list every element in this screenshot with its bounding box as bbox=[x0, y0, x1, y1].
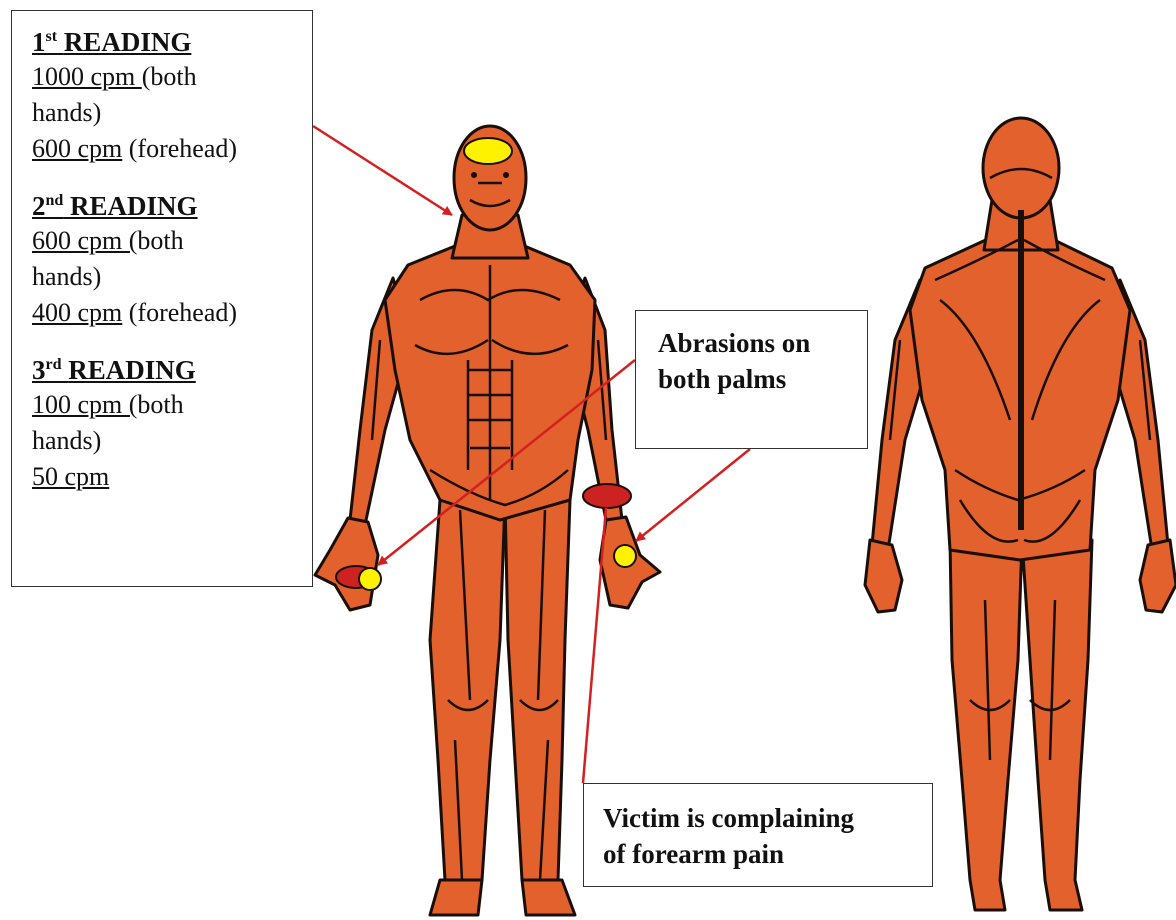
forehead-contamination-marker bbox=[464, 138, 512, 164]
reading-line: hands) bbox=[32, 259, 312, 295]
reading-block: 1st READING 1000 cpm (both hands) 600 cp… bbox=[32, 25, 312, 167]
callout-line: of forearm pain bbox=[603, 836, 932, 872]
reading-line: 50 cpm bbox=[32, 459, 312, 495]
back-muscle-lines bbox=[890, 169, 1150, 760]
readings-arrow bbox=[313, 126, 452, 215]
reading-line: 1000 cpm (both bbox=[32, 59, 312, 95]
reading-block: 3rd READING 100 cpm (both hands) 50 cpm bbox=[32, 353, 312, 495]
reading-block: 2nd READING 600 cpm (both hands) 400 cpm… bbox=[32, 189, 312, 331]
abrasions-callout: Abrasions on both palms bbox=[635, 310, 868, 449]
forearm-injury-marker bbox=[583, 484, 631, 508]
reading-line: 600 cpm (both bbox=[32, 223, 312, 259]
reading-line: hands) bbox=[32, 423, 312, 459]
left-palm-contamination-marker bbox=[614, 545, 636, 567]
reading-title: 3rd READING bbox=[32, 353, 312, 387]
reading-line: 400 cpm (forehead) bbox=[32, 295, 312, 331]
forearm-arrow bbox=[583, 508, 606, 783]
callout-line: both palms bbox=[658, 361, 867, 397]
reading-line: hands) bbox=[32, 95, 312, 131]
forearm-pain-callout: Victim is complaining of forearm pain bbox=[583, 783, 933, 887]
reading-line: 600 cpm (forehead) bbox=[32, 131, 312, 167]
radiation-readings-box: 1st READING 1000 cpm (both hands) 600 cp… bbox=[11, 10, 313, 587]
callout-line: Victim is complaining bbox=[603, 800, 932, 836]
callout-line: Abrasions on bbox=[658, 325, 867, 361]
reading-title: 1st READING bbox=[32, 25, 312, 59]
reading-title: 2nd READING bbox=[32, 189, 312, 223]
reading-line: 100 cpm (both bbox=[32, 387, 312, 423]
right-palm-contamination-marker bbox=[359, 568, 381, 590]
abrasions-arrow-left-palm bbox=[636, 449, 750, 541]
